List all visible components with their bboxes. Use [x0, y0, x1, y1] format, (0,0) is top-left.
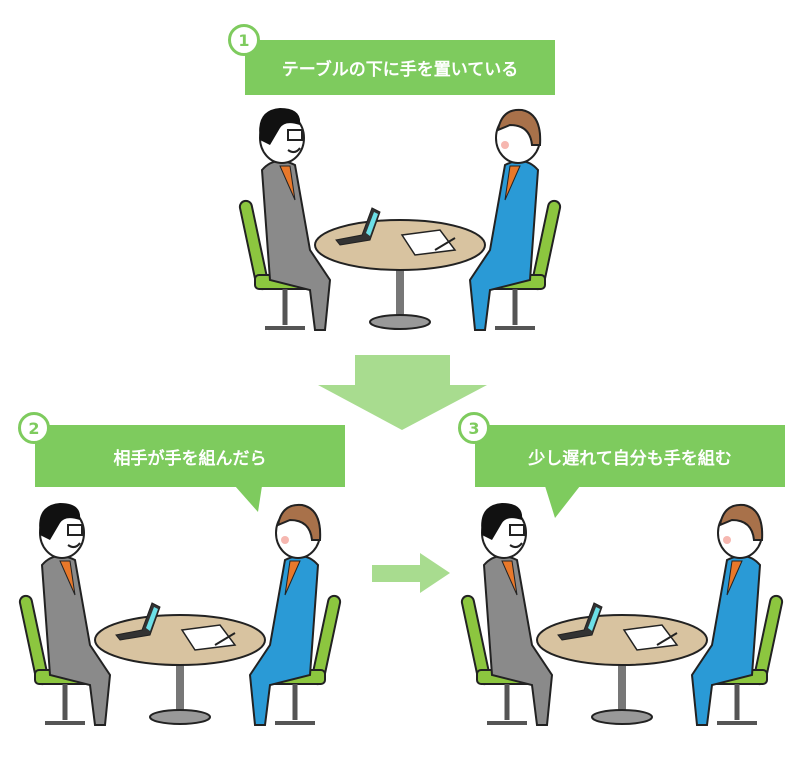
scene-3-meeting — [461, 503, 783, 725]
step-2-number-badge: 2 — [18, 412, 50, 444]
bubble-3-tail — [545, 486, 580, 518]
step-1-number-badge: 1 — [228, 24, 260, 56]
down-arrow-icon — [318, 355, 487, 430]
step-3-number-badge: 3 — [458, 412, 490, 444]
scene-1-meeting — [239, 108, 561, 330]
bubble-2-tail — [235, 486, 262, 512]
right-arrow-icon — [372, 553, 450, 593]
step-2-caption: 相手が手を組んだら — [35, 425, 345, 487]
step-1-caption: テーブルの下に手を置いている — [245, 40, 555, 95]
step-3-caption: 少し遅れて自分も手を組む — [475, 425, 785, 487]
scene-2-meeting — [19, 503, 341, 725]
